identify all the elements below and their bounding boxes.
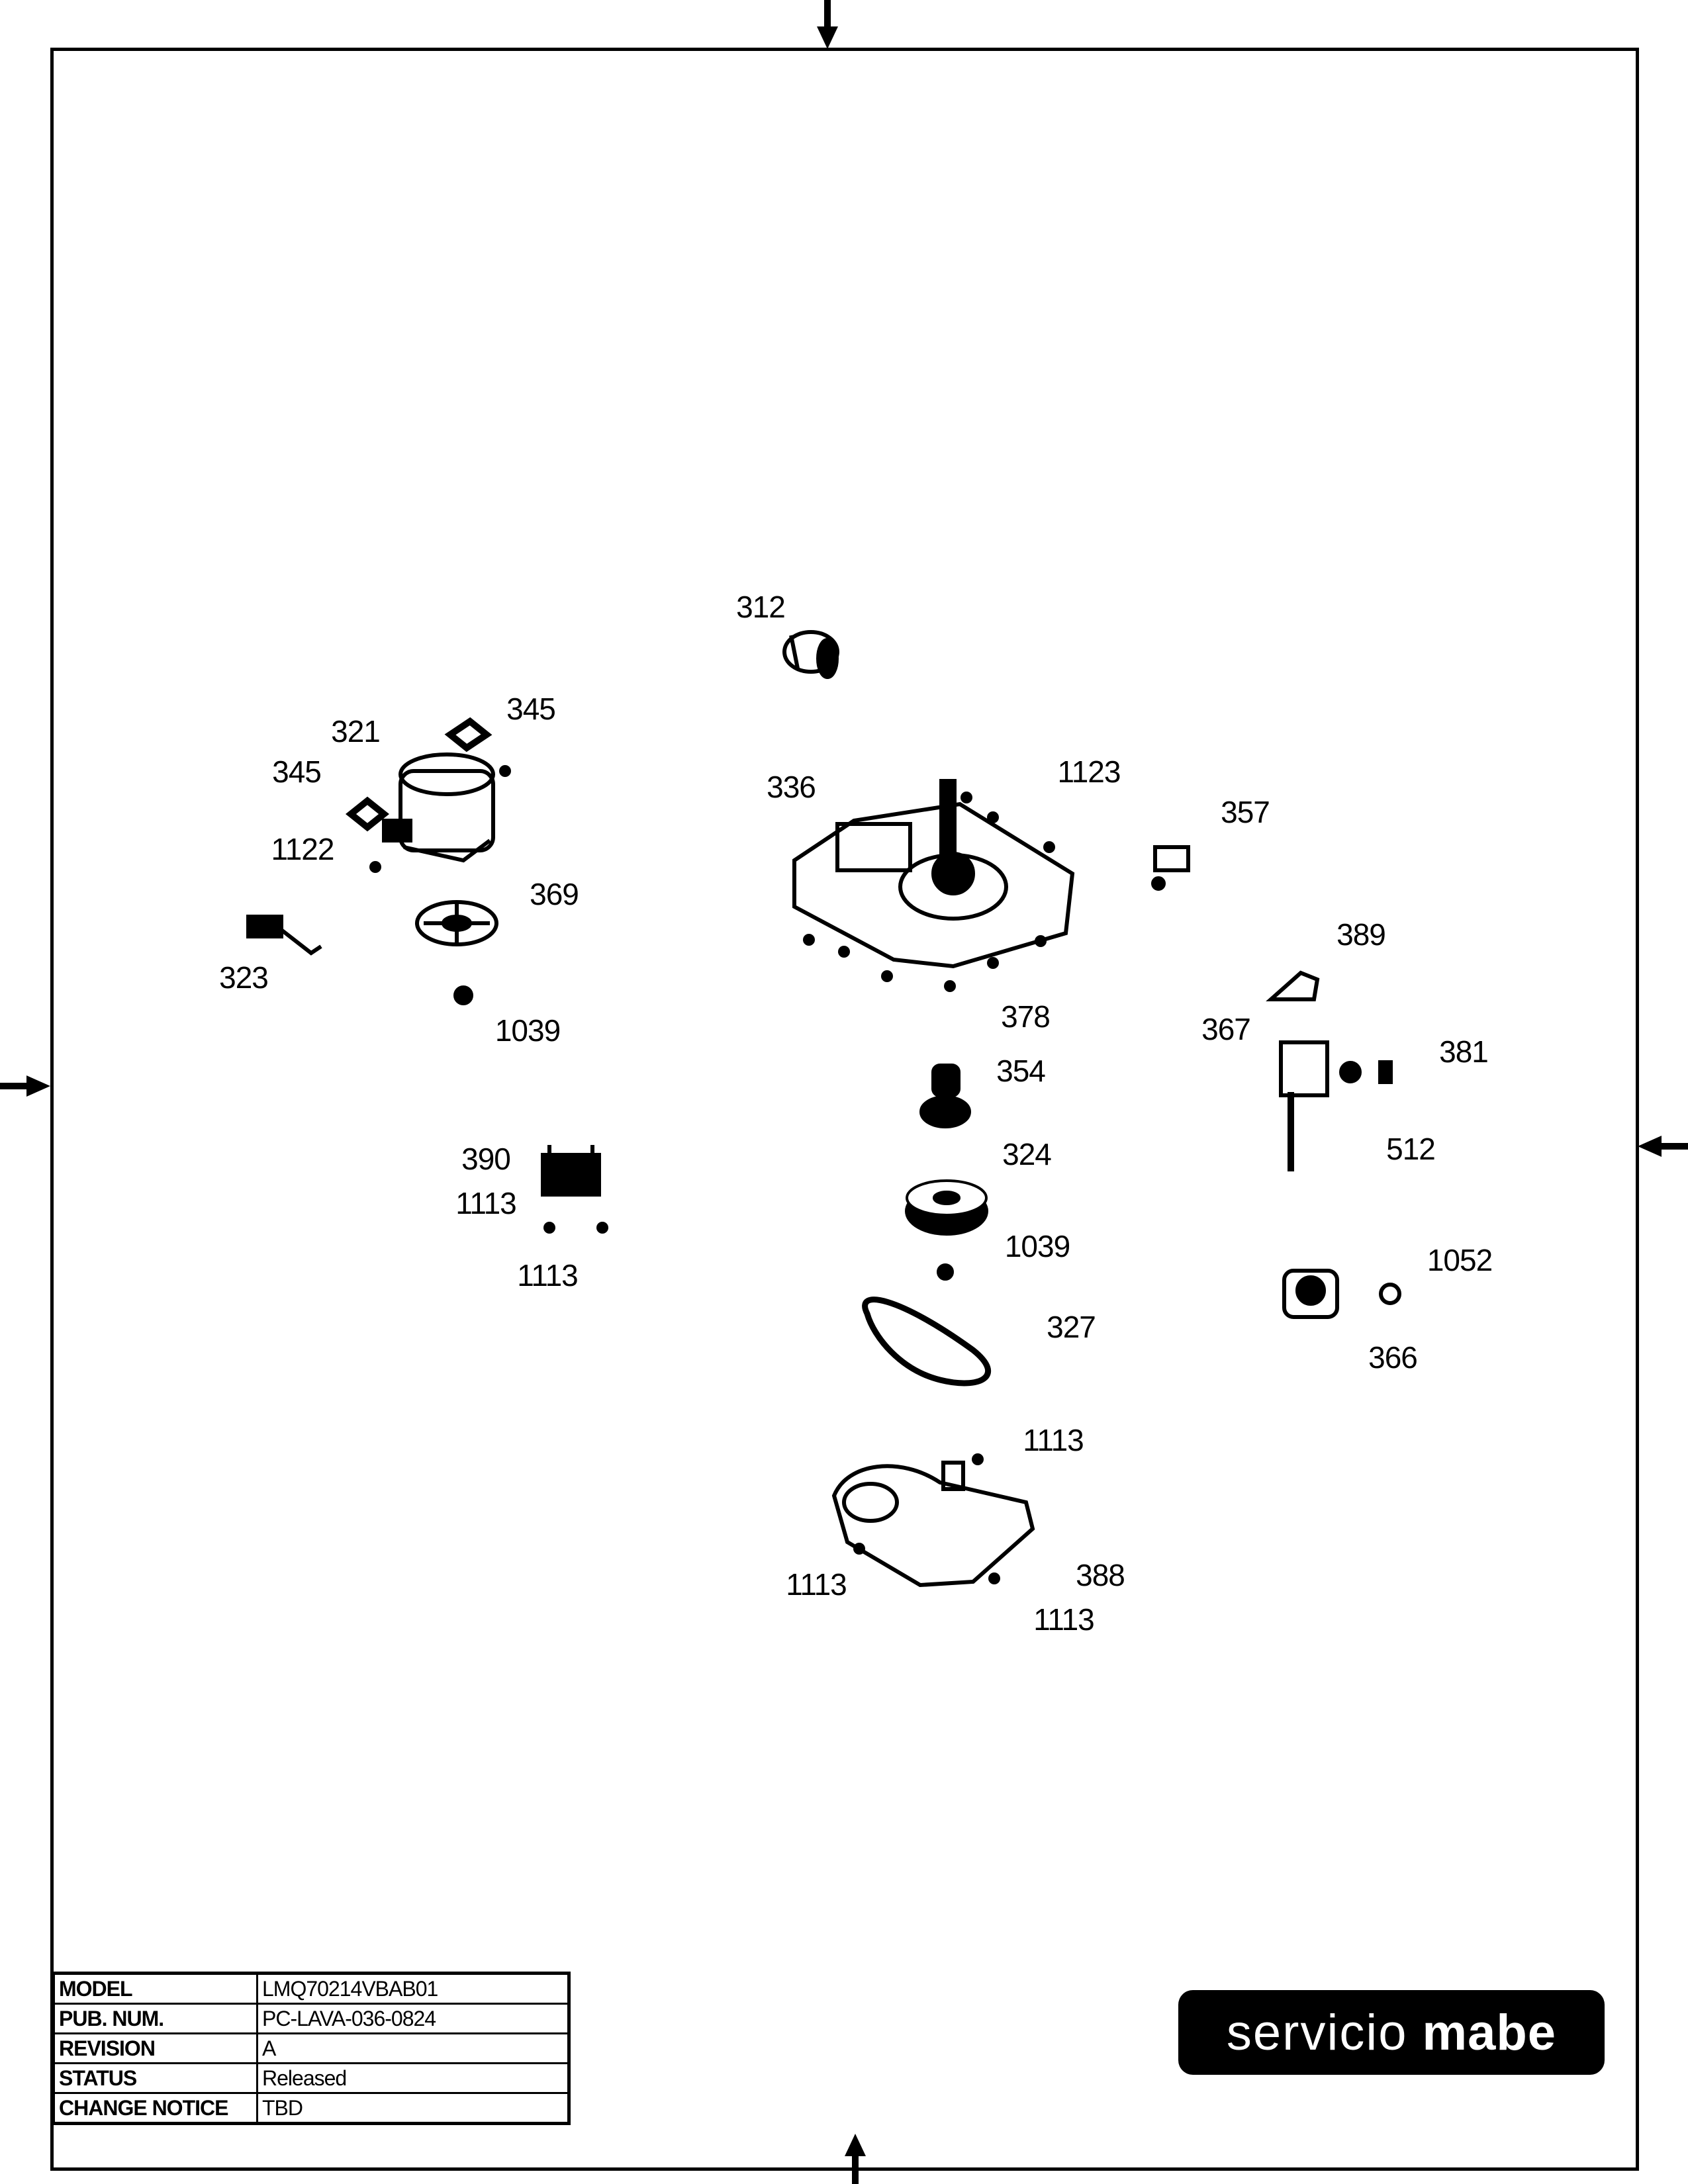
callout-323: 323 [219, 960, 269, 995]
revision-label: REVISION [52, 2032, 258, 2064]
part-321-motor [382, 752, 495, 863]
pub-num-label: PUB. NUM. [52, 2003, 258, 2034]
part-369-pulley [415, 900, 498, 946]
callout-336: 336 [767, 770, 816, 804]
callout-512: 512 [1386, 1132, 1436, 1166]
callout-1052: 1052 [1427, 1243, 1493, 1277]
part-323-switch [246, 915, 322, 956]
callout-1039: 1039 [1004, 1229, 1070, 1263]
part-381-hose-fitting [1378, 1060, 1393, 1084]
callout-378: 378 [1001, 999, 1051, 1034]
bottom-center-arrow-icon [845, 2134, 866, 2184]
callout-389: 389 [1336, 917, 1386, 952]
callout-345: 345 [506, 692, 556, 726]
part-367-water-valve [1279, 1040, 1362, 1171]
part-345-pad-a [444, 717, 492, 752]
part-324-pulley [905, 1179, 988, 1236]
servicio-mabe-logo: servicio mabe [1178, 1990, 1605, 2075]
table-row: PUB. NUM.PC-LAVA-036-0824 [52, 2003, 570, 2034]
top-center-arrow-icon [817, 0, 838, 49]
part-389-bracket [1266, 970, 1320, 1001]
part-378-coupling [931, 1064, 961, 1097]
callout-381: 381 [1439, 1034, 1489, 1069]
callout-1113: 1113 [517, 1258, 579, 1293]
status-value: Released [256, 2062, 570, 2094]
callout-327: 327 [1047, 1310, 1096, 1344]
model-value: LMQ70214VBAB01 [256, 1972, 570, 2005]
change-notice-value: TBD [256, 2092, 570, 2124]
callout-312: 312 [736, 590, 786, 624]
screws [369, 765, 1055, 1584]
part-327-belt [862, 1297, 991, 1387]
callout-369: 369 [530, 877, 579, 911]
logo-word-servicio: servicio [1226, 2004, 1408, 2061]
callout-1039: 1039 [494, 1013, 561, 1048]
callout-354: 354 [996, 1054, 1046, 1088]
right-center-arrow-icon [1638, 1136, 1688, 1157]
part-345-pad-b [345, 796, 390, 832]
change-notice-label: CHANGE NOTICE [52, 2092, 258, 2124]
part-312-capacitor [782, 630, 839, 679]
part-1052-clamp [1379, 1283, 1401, 1305]
pub-num-value: PC-LAVA-036-0824 [256, 2003, 570, 2034]
callout-366: 366 [1368, 1340, 1418, 1375]
callout-1113: 1113 [786, 1567, 847, 1602]
part-336-transmission-base [792, 779, 1075, 969]
callout-1113: 1113 [1023, 1423, 1084, 1457]
part-357-bracket [1151, 845, 1190, 891]
drawing-border [50, 48, 1639, 2171]
callout-357: 357 [1221, 795, 1270, 829]
callout-1113: 1113 [1033, 1602, 1095, 1637]
part-388-base-cover [831, 1461, 1035, 1588]
revision-value: A [256, 2032, 570, 2064]
part-366-drain-pump [1282, 1269, 1339, 1319]
model-label: MODEL [52, 1972, 258, 2005]
part-1039-nut-b [453, 985, 473, 1005]
callout-345: 345 [272, 754, 322, 789]
status-label: STATUS [52, 2062, 258, 2094]
callout-1122: 1122 [271, 832, 335, 866]
part-390-pump-bracket [541, 1145, 601, 1197]
callout-1113: 1113 [455, 1186, 517, 1220]
logo-word-mabe: mabe [1422, 2004, 1557, 2061]
callout-390: 390 [461, 1142, 511, 1176]
callout-324: 324 [1002, 1137, 1052, 1171]
callout-367: 367 [1201, 1012, 1251, 1046]
part-1039-nut [937, 1263, 954, 1281]
left-center-arrow-icon [0, 1075, 50, 1097]
part-354-gear [919, 1095, 971, 1128]
callout-321: 321 [331, 714, 381, 749]
callout-388: 388 [1076, 1558, 1125, 1592]
callout-1123: 1123 [1057, 754, 1121, 789]
